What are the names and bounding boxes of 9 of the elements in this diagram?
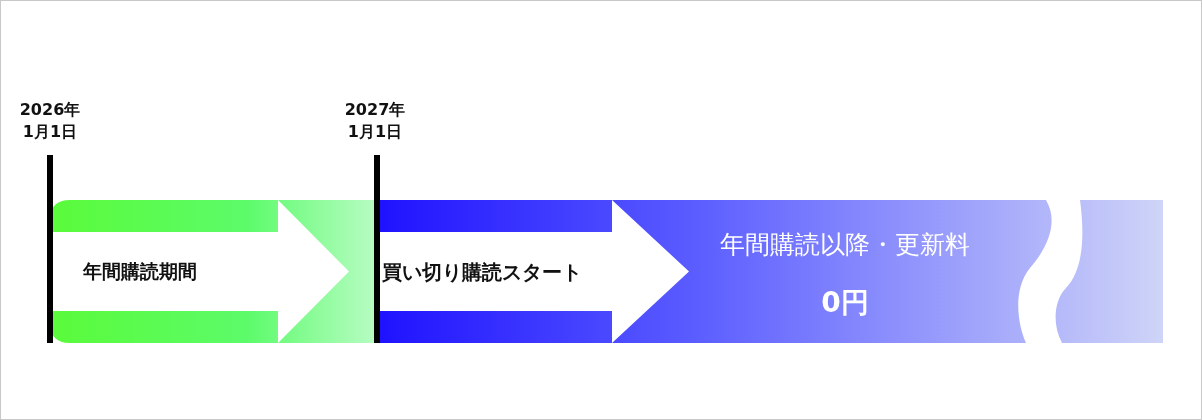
arrow-label: 買い切り購読スタート: [382, 258, 582, 286]
arrow-shape: [380, 200, 689, 343]
fee-amount: 0円: [820, 285, 870, 321]
fee-heading: 年間購読以降・更新料: [719, 229, 971, 261]
arrow-label: 年間購読期間: [83, 259, 197, 285]
date-label: 2027年: [343, 100, 407, 120]
date-label: 1月1日: [21, 122, 79, 142]
date-label: 2026年: [18, 100, 82, 120]
date-label: 1月1日: [346, 122, 404, 142]
